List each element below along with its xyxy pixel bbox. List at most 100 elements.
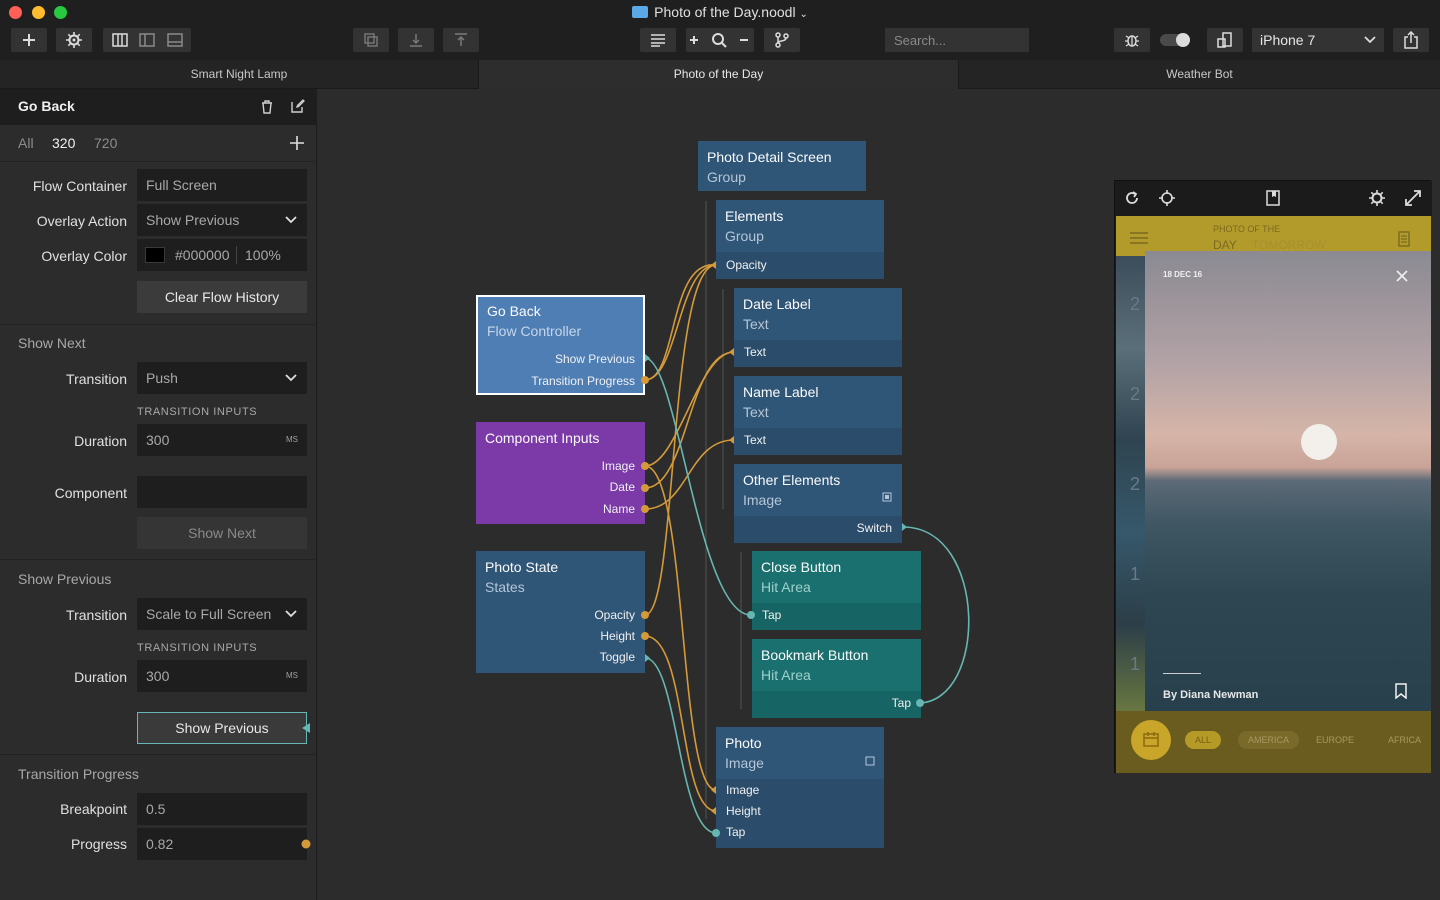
list-icon[interactable]	[1398, 231, 1410, 247]
connection-wires	[644, 201, 970, 834]
gear-icon[interactable]	[56, 28, 92, 52]
minimize-window-button[interactable]	[32, 6, 45, 19]
variant-tab-all[interactable]: All	[18, 135, 34, 151]
close-icon[interactable]	[1395, 269, 1409, 283]
device-select[interactable]: iPhone 7	[1252, 28, 1384, 52]
menu-icon[interactable]	[1130, 232, 1148, 244]
search-input[interactable]	[885, 28, 1029, 52]
zoom-window-button[interactable]	[54, 6, 67, 19]
variant-tab-720[interactable]: 720	[94, 135, 118, 151]
duplicate-icon[interactable]	[353, 28, 389, 52]
close-window-button[interactable]	[9, 6, 22, 19]
show-next-transition-select[interactable]: Push	[137, 362, 307, 394]
port-height[interactable]: Height	[600, 629, 635, 643]
clear-flow-history-button[interactable]: Clear Flow History	[137, 281, 307, 313]
wire-toggle-tap	[644, 657, 717, 834]
trash-icon[interactable]	[261, 100, 273, 114]
color-swatch[interactable]	[145, 247, 165, 263]
flow-container-field[interactable]: Full Screen	[137, 169, 307, 201]
debug-icon[interactable]	[1114, 28, 1150, 52]
node-title: Photo Detail Screen	[707, 149, 832, 165]
refresh-icon[interactable]	[1125, 191, 1139, 205]
add-icon[interactable]	[11, 28, 47, 52]
node-type: States	[485, 579, 525, 595]
bookmark-icon[interactable]	[1395, 683, 1407, 699]
bookmark-frame-icon[interactable]	[1266, 190, 1280, 206]
branch-icon[interactable]	[764, 28, 800, 52]
node-title: Component Inputs	[485, 430, 600, 446]
port-transition-progress[interactable]: Transition Progress	[531, 374, 635, 388]
port-tap[interactable]: Tap	[891, 696, 911, 710]
overlay-action-label: Overlay Action	[36, 213, 127, 229]
node-component-inputs[interactable]: Component Inputs Image Date Name	[476, 422, 645, 524]
port-toggle[interactable]: Toggle	[599, 650, 635, 664]
port-image[interactable]: Image	[601, 459, 635, 473]
edit-icon[interactable]	[291, 99, 305, 113]
show-previous-button[interactable]: Show Previous	[137, 712, 307, 744]
gear-icon[interactable]	[1369, 190, 1385, 206]
visibility-toggle-icon[interactable]	[865, 756, 875, 766]
align-bottom-icon[interactable]	[398, 28, 434, 52]
port-image[interactable]: Image	[726, 783, 760, 797]
show-previous-section-title: Show Previous	[18, 571, 112, 587]
node-type: Hit Area	[761, 667, 811, 683]
wire-close-tap-show-previous	[644, 357, 752, 616]
overlay-color-field[interactable]: #000000 100%	[137, 239, 307, 271]
calendar-button[interactable]	[1131, 720, 1171, 760]
filter-africa[interactable]: AFRICA	[1388, 735, 1422, 745]
port-text[interactable]: Text	[744, 433, 767, 447]
filter-america[interactable]: AMERICA	[1238, 731, 1300, 749]
device-select-value: iPhone 7	[1260, 32, 1316, 48]
collapsed-children-icon[interactable]	[882, 492, 892, 502]
share-icon[interactable]	[1393, 28, 1429, 52]
filter-all[interactable]: ALL	[1185, 731, 1222, 749]
show-next-duration-value: 300	[146, 432, 170, 448]
tab-smart-night-lamp[interactable]: Smart Night Lamp	[0, 60, 479, 89]
add-variant-icon[interactable]	[290, 136, 304, 150]
variant-tab-320[interactable]: 320	[52, 135, 76, 151]
component-field[interactable]	[137, 476, 307, 508]
show-previous-duration-label: Duration	[74, 669, 127, 685]
tab-tomorrow[interactable]: TOMORROW	[1252, 238, 1326, 252]
inspect-icon[interactable]	[1159, 190, 1175, 206]
show-previous-transition-select[interactable]: Scale to Full Screen	[137, 598, 307, 630]
show-next-button[interactable]: Show Next	[137, 517, 307, 549]
device-rotate-icon[interactable]	[1207, 28, 1243, 52]
preview-toggle[interactable]	[1156, 28, 1194, 52]
port-show-previous[interactable]: Show Previous	[554, 352, 635, 366]
port-switch[interactable]: Switch	[856, 521, 892, 535]
port-opacity[interactable]: Opacity	[594, 608, 635, 622]
tab-photo-of-the-day[interactable]: Photo of the Day	[479, 60, 959, 89]
photo-author: By Diana Newman	[1163, 689, 1259, 701]
breakpoint-input[interactable]: 0.5	[137, 793, 307, 825]
port-date[interactable]: Date	[609, 480, 635, 494]
port-height[interactable]: Height	[726, 804, 761, 818]
port-tap[interactable]: Tap	[762, 608, 782, 622]
port-name[interactable]: Name	[602, 502, 635, 516]
filter-europe[interactable]: EUROPE	[1316, 735, 1355, 745]
window-title[interactable]: Photo of the Day.noodl ⌄	[0, 4, 1440, 20]
list-icon[interactable]	[640, 28, 676, 52]
tab-day[interactable]: DAY	[1213, 238, 1237, 252]
port-tap[interactable]: Tap	[726, 825, 746, 839]
expand-icon[interactable]	[1405, 190, 1421, 206]
show-previous-duration-input[interactable]: 300 MS	[137, 660, 307, 692]
align-top-icon[interactable]	[443, 28, 479, 52]
port-text[interactable]: Text	[744, 345, 767, 359]
app-screen: PHOTO OF THE DAY TOMORROW 2 2 2 1 1 18 D…	[1116, 216, 1431, 773]
progress-input[interactable]: 0.82	[137, 828, 307, 860]
overlay-action-select[interactable]: Show Previous	[137, 204, 307, 236]
tab-weather-bot[interactable]: Weather Bot	[959, 60, 1440, 89]
port-opacity[interactable]: Opacity	[726, 258, 767, 272]
show-next-duration-input[interactable]: 300 MS	[137, 424, 307, 456]
